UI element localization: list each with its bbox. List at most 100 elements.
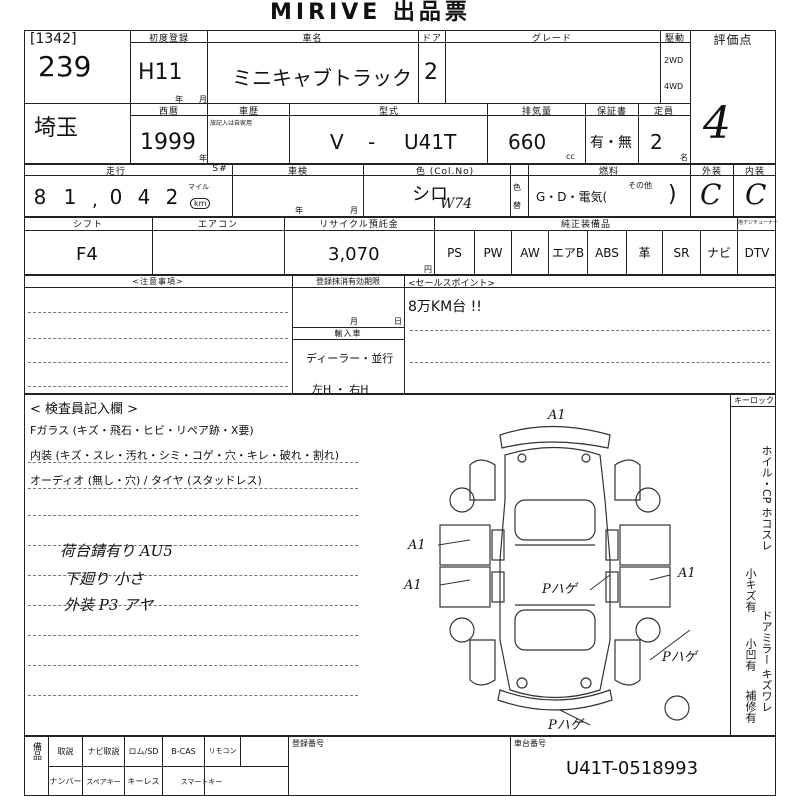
mileage-digit-2: 1 [63,185,77,209]
fuel-options: G・D・電気( [536,190,608,204]
import-dealer: ディーラー・並行 [306,352,394,365]
equip-airbag: エアB [551,246,585,260]
equip-pw: PW [483,245,503,260]
car-name-header: 車名 [302,34,323,44]
handwritten-note-2: 下廻り 小さ [64,570,144,588]
inspector-line-2: 内装 (キズ・スレ・汚れ・シミ・コゲ・穴・キレ・破れ・割れ) [30,449,340,462]
lot-number: 239 [38,50,92,83]
acc-spare-key: スペアキー [86,777,121,786]
import-car-header: 輸入車 [334,329,362,338]
equip-leather: 革 [638,246,651,260]
diagram-mark-left-2: A1 [404,578,422,593]
inspection-month-label: 月 [350,206,358,215]
capacity-unit: 名 [680,153,688,162]
interior-score: C [745,178,767,211]
side-note-4: 小凹有 [744,638,757,671]
accessories-header: 備品 [31,742,41,760]
seireki-header: 西暦 [158,107,179,117]
shift-value: F4 [76,244,98,265]
model-dash: - [368,130,376,154]
displacement-header: 排気量 [521,107,552,117]
acc-keyless: キーレス [127,777,160,786]
diagram-mark-left-1: A1 [408,538,426,553]
km-label: km [190,198,211,209]
handwritten-note-1: 荷台錆有り AU5 [60,542,173,560]
equip-aw: AW [520,245,540,260]
first-reg-month-label: 月 [199,95,207,104]
inspector-line-1: Fガラス (キズ・飛石・ヒビ・リペア跡・X要) [30,424,254,437]
equip-sr: SR [673,245,690,260]
equip-ps: PS [447,245,462,260]
reg-number-header: 登録番号 [292,739,324,748]
recycle-value: 3,070 [328,244,380,265]
sales-point-header: <セールスポイント> [408,279,496,289]
diagram-mark-right-low: Pハゲ [662,650,697,665]
mile-label: マイル [188,183,209,191]
mileage-digit-1: 8 [33,185,47,209]
diagram-mark-top: A1 [548,408,566,423]
handwritten-note-3: 外装 P3 アヤ [64,596,154,614]
diagram-mark-right: A1 [678,566,696,581]
inspection-year-label: 年 [295,206,303,215]
import-hand: 左H ・ 右H [312,383,369,396]
side-note-2: 小キズ有 [744,568,757,612]
grade-header: グレード [531,34,572,44]
fuel-header: 燃料 [598,167,619,177]
color-side-label-1: 色 [513,183,521,192]
interior-header: 内装 [744,167,765,177]
equip-dtv: DTV [744,245,770,260]
fuel-close: ) [668,182,677,207]
first-reg-year-label: 年 [175,95,183,104]
acc-smart-key: スマートキー [180,777,223,786]
color-header: 色 (Col.No) [415,167,475,177]
equip-navi: ナビ [706,246,731,260]
factory-equip-header: 純正装備品 [560,220,611,230]
chassis-value: U41T-0518993 [566,758,699,779]
door-value: 2 [424,60,438,85]
color-value: シロ [412,184,448,205]
score-header: 評価点 [713,33,753,47]
side-note-5: 補修有 [744,690,757,723]
acc-navi-manual: ナビ取説 [87,746,120,756]
inspector-line-3: オーディオ (無し・穴) / タイヤ (スタッドレス) [30,474,262,487]
mileage-header: 走行 [105,167,126,177]
lot-code: [1342] [30,31,77,47]
first-reg-header: 初度登録 [148,34,189,44]
sales-point-text: 8万KM台 !! [408,299,482,315]
tuner-header: 地デジチューナー [738,220,779,226]
drive-4wd: 4WD [664,82,684,91]
diagram-mark-mid: Pハゲ [542,582,577,597]
model-header: 型式 [378,107,399,117]
reg-expiry-header: 登録抹消有効期限 [316,277,380,286]
inspection-header: 車検 [287,167,308,177]
displacement-value: 660 [508,130,547,154]
mileage-digit-4: 4 [137,185,151,209]
warranty-header: 保証書 [596,107,627,117]
shareki-note: 旅記入は自家用 [210,120,253,127]
acc-remote: リモコン [208,747,237,755]
exterior-score: C [700,178,722,211]
first-reg-value: H11 [138,60,183,85]
acc-plate: ナンバー [49,777,82,786]
year-ad-unit: 年 [199,154,207,163]
aircon-header: エアコン [197,220,238,230]
reg-expiry-day: 日 [394,317,402,326]
shift-header: シフト [72,220,103,230]
chassis-header: 車台番号 [514,739,546,748]
shareki-header: 車歴 [238,107,259,117]
acc-rom-sd: ロム/SD [128,746,159,756]
acc-manual: 取説 [57,746,74,756]
side-note-3: ドアミラー キズワレ [760,610,773,713]
inspector-header: < 検査員記入欄 > [30,402,139,417]
capacity-header: 定員 [653,107,674,117]
key-lock-header: キーロック [734,396,774,405]
reg-expiry-month: 月 [350,317,358,326]
recycle-unit: 円 [424,265,432,274]
model-prefix: V [330,130,344,154]
mileage-comma: , [92,190,98,211]
color-number: W74 [440,196,473,212]
mileage-digit-3: 0 [109,185,123,209]
car-name-value: ミニキャブトラック [232,66,412,90]
form-frame [24,30,776,796]
acc-bcas: B-CAS [171,746,196,756]
